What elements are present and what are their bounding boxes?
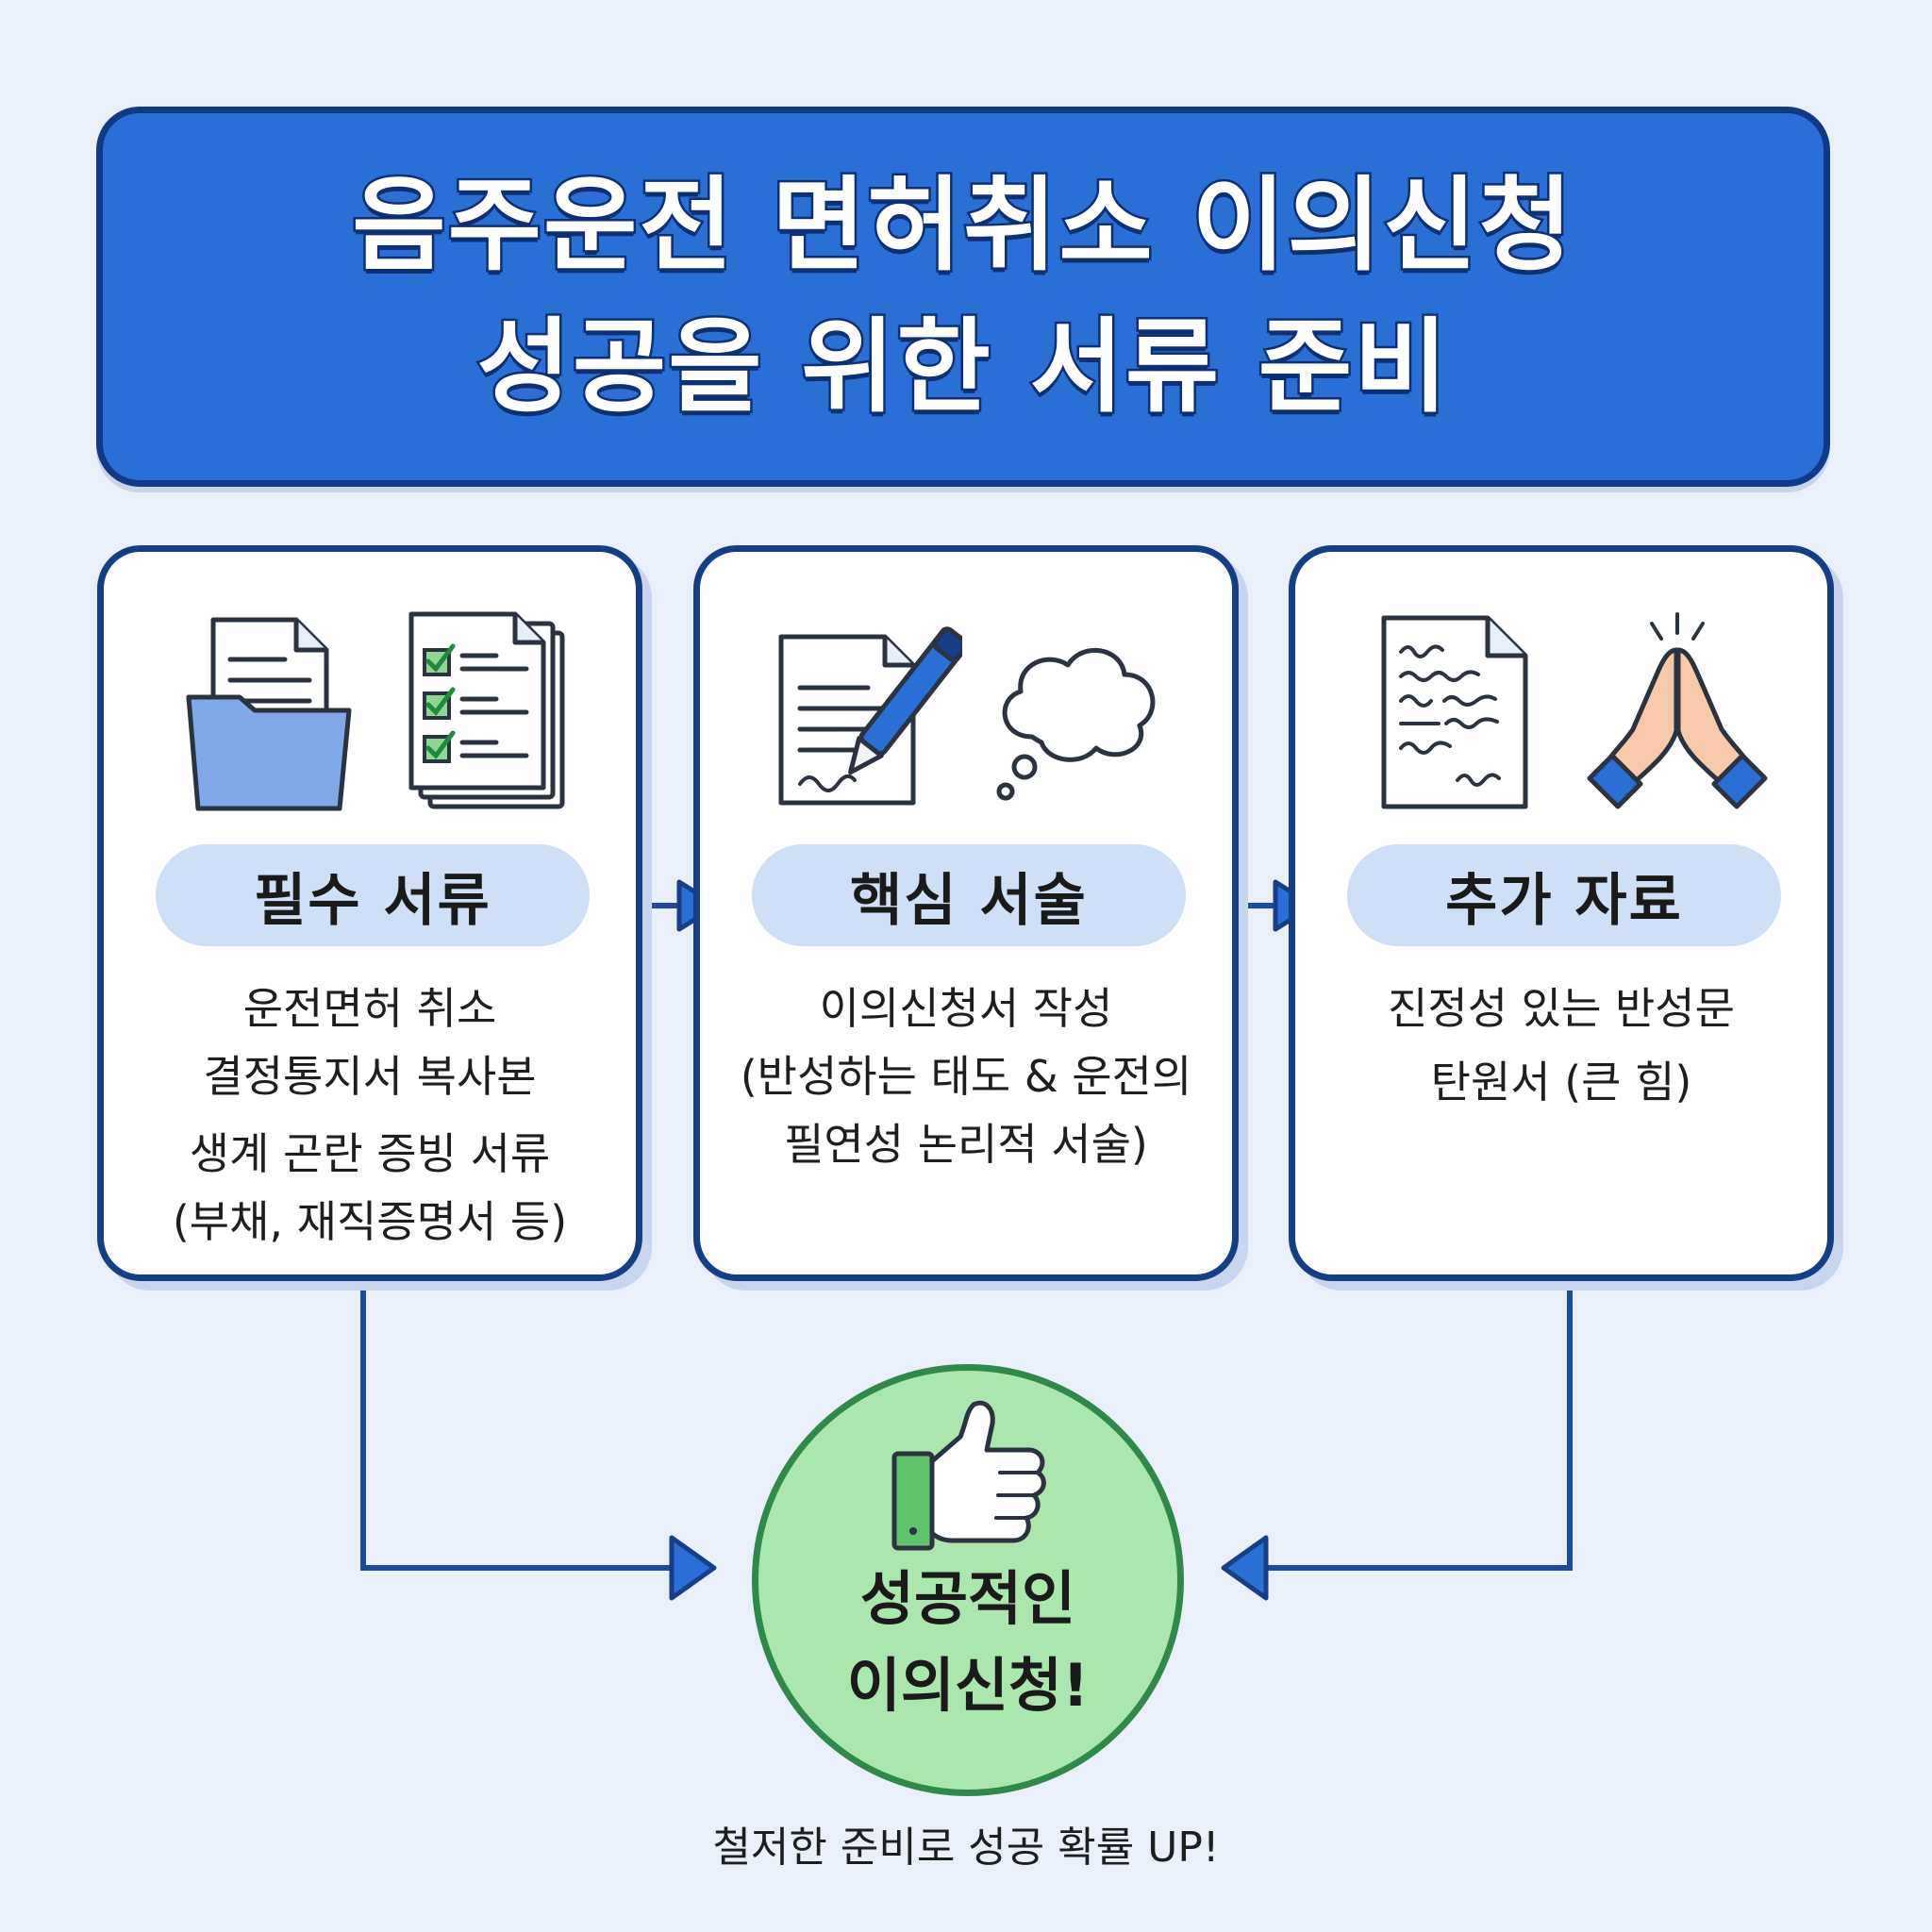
step-text-line: 운전면허 취소 [242,983,497,1034]
step-text-line: 진정성 있는 반성문 [1388,983,1735,1034]
arrow-to-result-left [669,1535,717,1601]
connector-line-1-result [360,1285,672,1571]
step-text-line: 생계 곤란 증빙 서류 [189,1128,551,1179]
handwritten-letter-icon [1381,615,1528,809]
step-card-additional-materials: 추가 자료 진정성 있는 반성문 탄원서 (큰 힘) [1289,545,1834,1281]
checklist-icon [408,611,565,809]
step-text-line: (반성하는 태도 & 운전의 [740,1051,1192,1102]
title-line-2: 성공을 위한 서류 준비 [475,306,1450,428]
arrow-to-result-right [1221,1535,1269,1601]
footer-caption: 철저한 준비로 성공 확률 UP! [712,1824,1220,1872]
result-title-line-2: 이의신청! [846,1651,1090,1720]
praying-hands-icon [1587,612,1768,809]
document-pen-icon [778,626,962,806]
title-banner: 음주운전 면허취소 이의신청 성공을 위한 서류 준비 [96,107,1830,487]
folder-documents-icon [186,617,352,811]
step-label-pill: 핵심 서술 [752,844,1186,946]
step-text-line: 탄원서 (큰 힘) [1430,1057,1692,1108]
step-text-line: 이의신청서 작성 [819,983,1113,1034]
step-text-line: 필연성 논리적 서술) [784,1119,1148,1170]
result-title-line-1: 성공적인 [859,1564,1076,1633]
result-circle: 성공적인 이의신청! [752,1364,1184,1796]
step-card-core-statement: 핵심 서술 이의신청서 작성 (반성하는 태도 & 운전의 필연성 논리적 서술… [693,545,1239,1281]
thumbs-up-icon [891,1400,1046,1551]
title-line-1: 음주운전 면허취소 이의신청 [350,164,1575,287]
step-text-line: (부채, 재직증명서 등) [172,1196,568,1247]
step-label-pill: 필수 서류 [156,844,590,946]
connector-line-3-result [1266,1285,1573,1571]
step-label-pill: 추가 자료 [1347,844,1781,946]
thought-bubble-icon [996,647,1156,801]
step-text-line: 결정통지서 복사본 [203,1051,537,1102]
step-card-required-docs: 필수 서류 운전면허 취소 결정통지서 복사본 생계 곤란 증빙 서류 (부채,… [97,545,642,1281]
